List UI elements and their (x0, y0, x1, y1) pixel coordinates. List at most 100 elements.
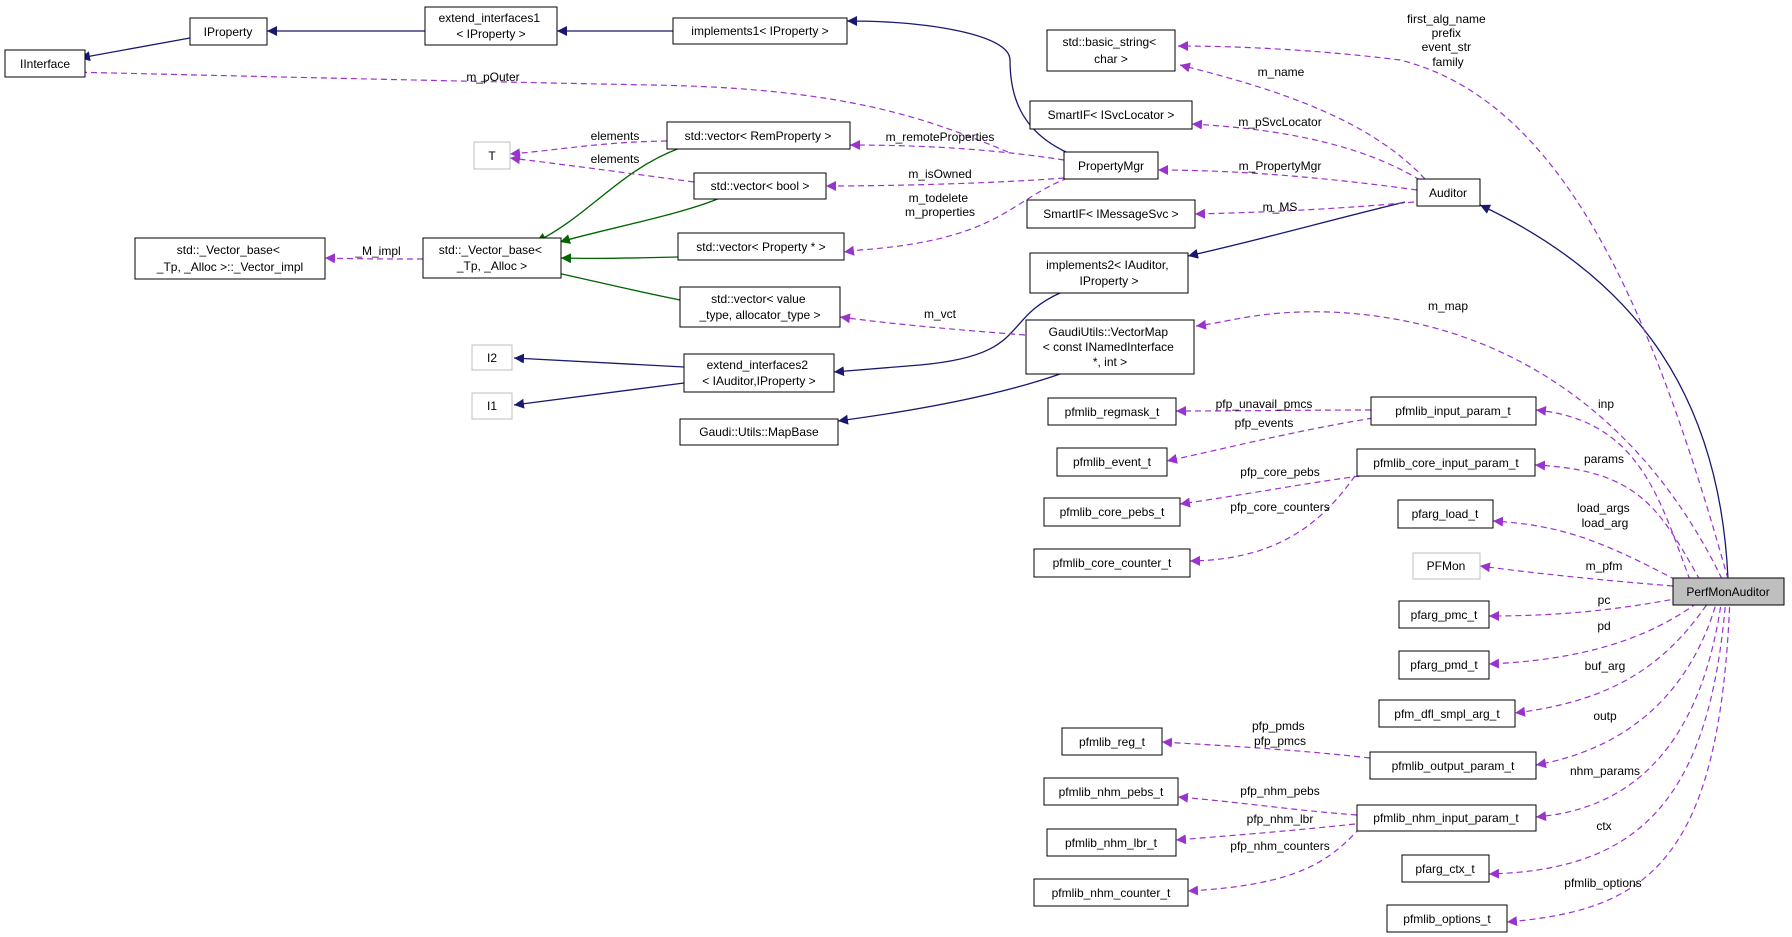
node-vector-property-ptr[interactable]: std::vector< Property * > (677, 232, 845, 261)
edge-propertymgr-to-vector-remproperty (849, 140, 1065, 161)
node-pfmlib-core-pebs-t[interactable]: pfmlib_core_pebs_t (1043, 497, 1181, 527)
node-vector-remproperty[interactable]: std::vector< RemProperty > (666, 121, 851, 150)
edge-auditor-to-smartif-isvclocator (1191, 119, 1421, 181)
svg-text:std::vector< value _ty: std::vector< value _type, allocator_type… (698, 292, 820, 322)
node-implements2[interactable]: implements2< IAuditor, IProperty > (1029, 252, 1189, 294)
node-iinterface[interactable]: IInterface (4, 49, 86, 78)
edge-perfmonauditor-to-vectormap (1195, 311, 1723, 580)
edge-label-buf-arg: buf_arg (1585, 659, 1626, 673)
svg-text:IProperty: IProperty (204, 25, 253, 39)
edge-implements2-to-extend-interfaces2 (833, 292, 1061, 377)
edge-perfmonauditor-to-pfarg-pmc (1488, 595, 1691, 621)
svg-text:PFMon: PFMon (1427, 559, 1466, 573)
edge-label-m-todelete: m_todelete m_properties (905, 191, 975, 219)
edge-label-pfmlib-options: pfmlib_options (1564, 876, 1641, 890)
edge-label-m-impl: _M_impl (354, 244, 400, 258)
node-perfmonauditor[interactable]: PerfMonAuditor (1672, 577, 1785, 606)
node-smartif-imessagesvc[interactable]: SmartIF< IMessageSvc > (1026, 199, 1196, 229)
edge-label-m-ms: m_MS (1263, 200, 1298, 214)
edge-label-m-map: m_map (1428, 299, 1468, 313)
node-pfarg-pmc-t[interactable]: pfarg_pmc_t (1398, 600, 1490, 629)
edge-label-m-isowned: m_isOwned (908, 167, 971, 181)
edge-label-pfp-core-counters: pfp_core_counters (1230, 500, 1329, 514)
edge-label-m-pouter: m_pOuter (466, 70, 519, 84)
node-pfmlib-nhm-pebs-t[interactable]: pfmlib_nhm_pebs_t (1043, 777, 1179, 806)
node-pfmlib-nhm-input-param-t[interactable]: pfmlib_nhm_input_param_t (1356, 804, 1537, 832)
node-pfarg-ctx-t[interactable]: pfarg_ctx_t (1401, 854, 1490, 883)
edge-vector-bool-to-vector-base (559, 197, 721, 244)
node-implements1[interactable]: implements1< IProperty > (672, 17, 848, 45)
edge-label-m-psvclocator: m_pSvcLocator (1238, 115, 1321, 129)
node-propertymgr[interactable]: PropertyMgr (1063, 151, 1159, 180)
svg-text:pfarg_load_t: pfarg_load_t (1412, 507, 1479, 521)
svg-text:SmartIF< ISvcLocator >: SmartIF< ISvcLocator > (1048, 108, 1175, 122)
node-pfarg-load-t[interactable]: pfarg_load_t (1397, 499, 1494, 529)
svg-text:pfmlib_reg_t: pfmlib_reg_t (1079, 735, 1146, 749)
node-auditor[interactable]: Auditor (1416, 178, 1481, 207)
node-pfmlib-core-input-param-t[interactable]: pfmlib_core_input_param_t (1356, 448, 1536, 477)
node-pfmon[interactable]: PFMon (1412, 552, 1481, 580)
edge-auditor-to-propertymgr (1157, 165, 1418, 191)
node-pfmlib-reg-t[interactable]: pfmlib_reg_t (1061, 727, 1163, 756)
node-pfmlib-regmask-t[interactable]: pfmlib_regmask_t (1047, 397, 1177, 426)
svg-text:pfmlib_options_t: pfmlib_options_t (1403, 912, 1491, 926)
svg-text:pfmlib_event_t: pfmlib_event_t (1073, 455, 1152, 469)
node-i1[interactable]: I1 (471, 392, 513, 420)
node-basic-string[interactable]: std::basic_string< char > (1046, 29, 1176, 72)
svg-text:implements1< IProperty >: implements1< IProperty > (691, 24, 828, 38)
edge-vector-remproperty-to-vector-base (535, 147, 681, 243)
edge-label-pc: pc (1598, 593, 1611, 607)
node-smartif-isvclocator[interactable]: SmartIF< ISvcLocator > (1029, 100, 1193, 130)
edge-label-pfp-events: pfp_events (1235, 416, 1294, 430)
svg-text:T: T (488, 149, 496, 163)
edge-label-inp: inp (1598, 397, 1614, 411)
svg-text:PerfMonAuditor: PerfMonAuditor (1686, 585, 1769, 599)
svg-text:I2: I2 (487, 351, 497, 365)
node-iproperty[interactable]: IProperty (189, 17, 268, 46)
node-t[interactable]: T (473, 141, 511, 170)
edge-vectormap-to-mapbase (837, 373, 1061, 425)
node-pfmlib-nhm-counter-t[interactable]: pfmlib_nhm_counter_t (1033, 878, 1189, 907)
node-vectormap[interactable]: GaudiUtils::VectorMap < const INamedInte… (1025, 319, 1195, 375)
edge-label-nhm-params: nhm_params (1570, 764, 1640, 778)
node-pfmlib-input-param-t[interactable]: pfmlib_input_param_t (1370, 396, 1537, 426)
node-extend-interfaces1[interactable]: extend_interfaces1 < IProperty > (424, 6, 558, 46)
edge-propertymgr-to-iinterface (69, 67, 1009, 153)
edge-label-m-vct: m_vct (924, 307, 957, 321)
edge-iproperty-to-iinterface (79, 37, 191, 62)
node-pfmlib-nhm-lbr-t[interactable]: pfmlib_nhm_lbr_t (1046, 828, 1177, 857)
edge-core-input-param-to-core-counter (1189, 475, 1356, 566)
usage-edges (69, 41, 1731, 927)
svg-text:pfmlib_nhm_pebs_t: pfmlib_nhm_pebs_t (1059, 785, 1164, 799)
edge-label-m-name: m_name (1258, 65, 1305, 79)
node-extend-interfaces2[interactable]: extend_interfaces2 < IAuditor,IProperty … (683, 353, 835, 393)
edge-label-pd: pd (1597, 619, 1610, 633)
svg-text:Auditor: Auditor (1429, 186, 1467, 200)
node-pfmlib-event-t[interactable]: pfmlib_event_t (1056, 447, 1168, 477)
node-pfm-dfl-smpl-arg-t[interactable]: pfm_dfl_smpl_arg_t (1378, 699, 1516, 728)
edge-core-input-param-to-core-pebs (1179, 475, 1361, 508)
edge-label-m-pfm: m_pfm (1586, 559, 1623, 573)
svg-text:pfmlib_output_param_t: pfmlib_output_param_t (1392, 759, 1515, 773)
svg-text:std::vector< Property * >: std::vector< Property * > (696, 240, 825, 254)
node-pfmlib-output-param-t[interactable]: pfmlib_output_param_t (1369, 751, 1537, 780)
node-pfmlib-core-counter-t[interactable]: pfmlib_core_counter_t (1033, 548, 1191, 578)
node-pfmlib-options-t[interactable]: pfmlib_options_t (1386, 904, 1508, 933)
svg-text:pfmlib_nhm_lbr_t: pfmlib_nhm_lbr_t (1065, 836, 1158, 850)
node-mapbase[interactable]: Gaudi::Utils::MapBase (679, 418, 839, 446)
node-pfarg-pmd-t[interactable]: pfarg_pmd_t (1398, 650, 1490, 680)
edge-nhm-input-param-to-nhm-lbr (1175, 823, 1356, 845)
edge-perfmonauditor-to-auditor (1479, 204, 1729, 580)
svg-text:pfmlib_core_counter_t: pfmlib_core_counter_t (1053, 556, 1172, 570)
node-vector-value-type[interactable]: std::vector< value _type, allocator_type… (679, 286, 841, 328)
node-vector-bool[interactable]: std::vector< bool > (693, 172, 827, 200)
edge-vector-remproperty-to-t-1 (509, 140, 668, 159)
node-vector-base-impl[interactable]: std::_Vector_base< _Tp, _Alloc >::_Vecto… (134, 237, 326, 280)
node-i2[interactable]: I2 (471, 344, 513, 371)
node-vector-base[interactable]: std::_Vector_base< _Tp, _Alloc > (422, 237, 562, 279)
edge-label-pfp-nhm-pebs: pfp_nhm_pebs (1240, 784, 1319, 798)
svg-text:pfmlib_core_pebs_t: pfmlib_core_pebs_t (1060, 505, 1165, 519)
svg-text:std::_Vector_base< _Tp: std::_Vector_base< _Tp, _Alloc > (439, 243, 545, 273)
edge-perfmonauditor-to-pfmon (1479, 562, 1674, 587)
svg-text:extend_interfaces1 < I: extend_interfaces1 < IProperty > (439, 11, 544, 41)
